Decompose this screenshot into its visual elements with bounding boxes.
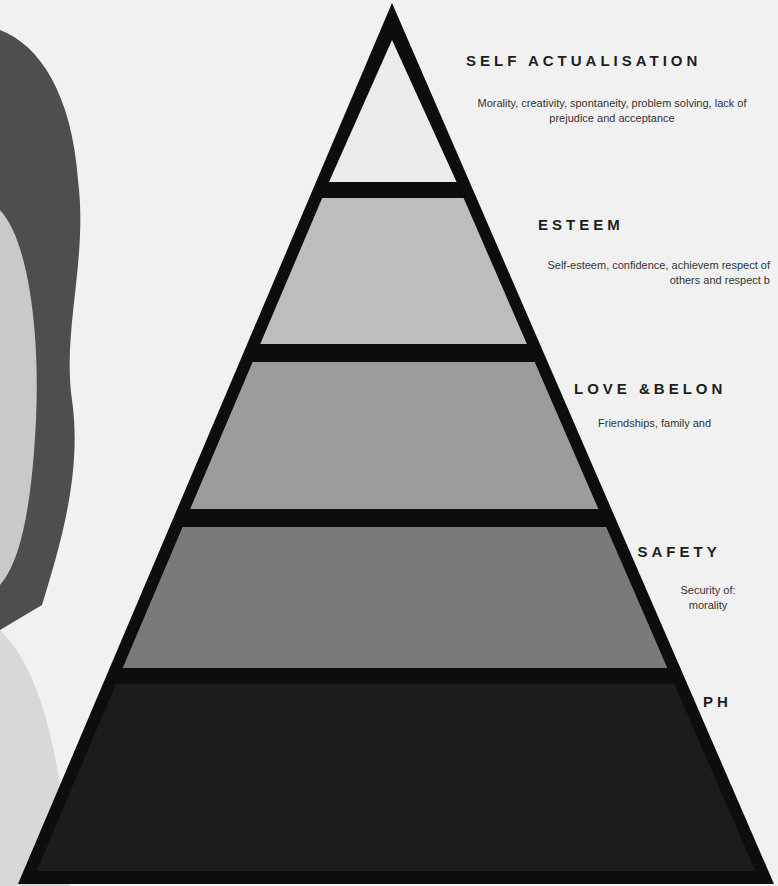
portrait-hair (0, 30, 80, 630)
level-description: Friendships, family and (598, 416, 768, 431)
portrait-face (0, 210, 37, 585)
band-fill (329, 40, 457, 182)
level-heading: ESTEEM (538, 216, 624, 233)
band-fill (190, 362, 598, 509)
level-heading: SELF ACTUALISATION (466, 52, 701, 69)
band-fill (123, 527, 668, 668)
band-fill (37, 684, 756, 871)
pyramid-outline (18, 3, 774, 884)
level-heading: SAFETY (638, 543, 721, 560)
pyramid-band: SELF ACTUALISATION Morality, creativity, … (0, 40, 778, 182)
level-description: Self-esteem, confidence, achievem respec… (530, 258, 770, 288)
band-fill (260, 198, 527, 344)
pyramid-band: ESTEEM Self-esteem, confidence, achievem … (0, 198, 778, 344)
band-shape (0, 684, 778, 871)
level-heading: PH (703, 693, 732, 710)
level-heading: LOVE &BELON (574, 380, 726, 397)
pyramid-band: SAFETY Security of: morality (0, 527, 778, 668)
pyramid-band: PH (0, 684, 778, 871)
level-description: Morality, creativity, spontaneity, probl… (462, 96, 762, 126)
level-description: Security of: morality (668, 583, 748, 613)
pyramid-band: LOVE &BELON Friendships, family and (0, 362, 778, 509)
